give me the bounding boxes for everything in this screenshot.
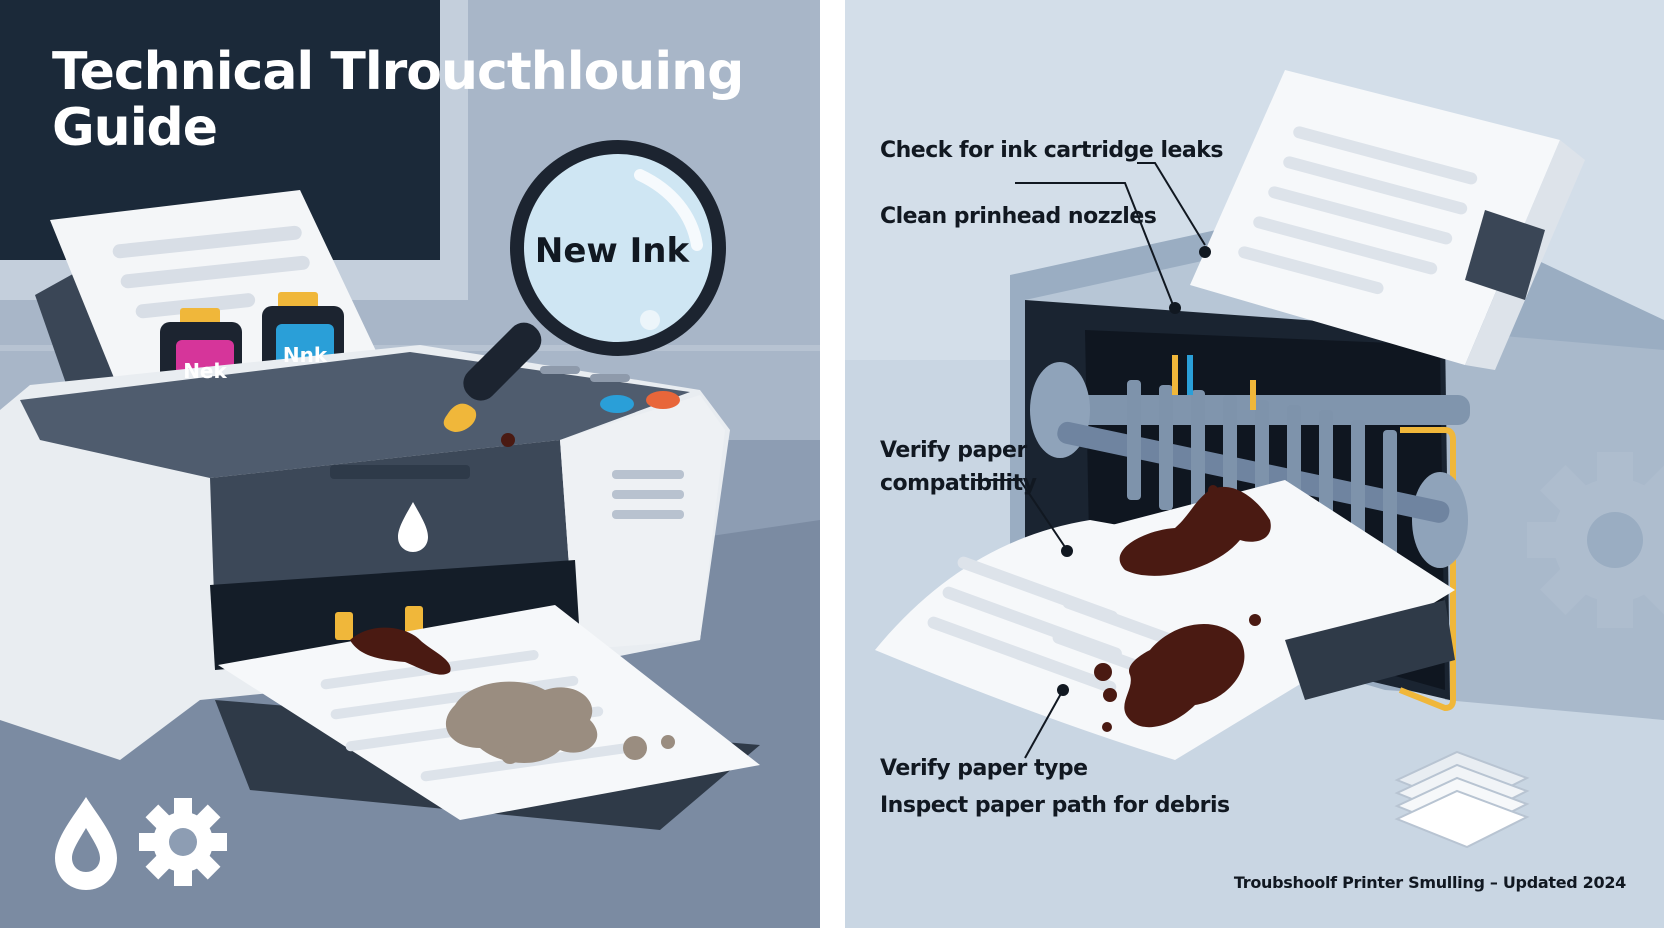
callout-inspect-paper-path: Inspect paper path for debris [880,793,1230,818]
cartridge-1-label: Nek [183,359,227,383]
gear-icon [1527,452,1664,628]
magnifying-glass-icon [443,140,726,447]
ink-stain-lower [1124,623,1245,728]
cartridge-2-label: Nnk [283,343,328,367]
magnifier-label: New Ink [535,231,691,271]
printer-illustration-left: New Ink Nek Nnk [0,0,820,928]
callout-clean-nozzles: Clean prinhead nozzles [880,204,1157,229]
ink-stain-upper [1119,486,1271,576]
callout-verify-compatibility-line-1: Verify paper [880,438,1027,463]
ink-drop-front-icon [398,502,428,552]
left-panel: New Ink Nek Nnk Technical Tlroucthlouing… [0,0,820,928]
callout-dots [1057,246,1211,696]
callout-verify-compatibility-line-2: compatibility [880,471,1037,496]
footer-caption: Troubshoolf Printer Smulling – Updated 2… [1233,873,1626,892]
ink-drop-icon [55,797,117,890]
ink-stain-grey [445,681,598,763]
callout-leaders [975,162,1206,759]
callout-verify-paper-type: Verify paper type [880,756,1088,781]
page-title-line-2: Guide [52,98,218,158]
paper-stack-icon [1394,750,1530,849]
printer-illustration-right [845,0,1664,928]
gear-icon [139,798,227,886]
ink-stain-dark [350,627,451,675]
right-panel: Check for ink cartridge leaks Clean prin… [845,0,1664,928]
page-title-line-1: Technical Tlroucthlouing [52,42,744,102]
callout-check-leaks: Check for ink cartridge leaks [880,138,1224,163]
